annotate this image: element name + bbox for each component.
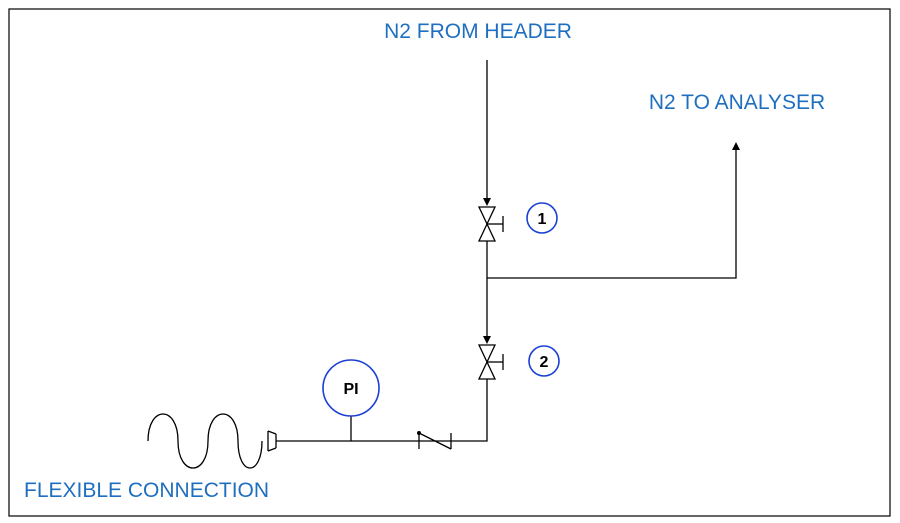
label-flexible-connection: FLEXIBLE CONNECTION [24, 479, 269, 502]
check-valve-flap [418, 432, 452, 450]
pi-bubble [322, 359, 380, 417]
check-valve-hinge [417, 431, 421, 435]
valve-1-tag: 1 [538, 211, 547, 228]
valve-2-tag-bubble [528, 345, 560, 377]
valve-2-body-top [477, 344, 497, 364]
valve-1-body-bottom [477, 222, 497, 242]
label-n2-to-analyser: N2 TO ANALYSER [649, 91, 825, 114]
flow-arrow-1 [483, 198, 491, 206]
hose-end-connector [267, 430, 277, 452]
pi-tag: PI [343, 381, 358, 398]
connector-top [267, 430, 277, 435]
analyser-arrow [732, 142, 740, 150]
valve-2-tag: 2 [540, 354, 549, 371]
valve-1-body-top [477, 206, 497, 226]
analyser-branch-line [487, 148, 737, 279]
flow-arrow-2 [483, 336, 491, 344]
diagram-border [8, 8, 891, 517]
valve-2-body-bottom [477, 360, 497, 380]
label-n2-from-header: N2 FROM HEADER [384, 20, 572, 43]
valve-2 [477, 344, 504, 380]
connector-bottom [267, 447, 277, 452]
valve-1-tag-bubble [526, 202, 558, 234]
bottom-line [276, 379, 488, 442]
check-valve [417, 431, 452, 450]
valve-1 [477, 206, 504, 242]
flexible-hose [147, 413, 263, 469]
